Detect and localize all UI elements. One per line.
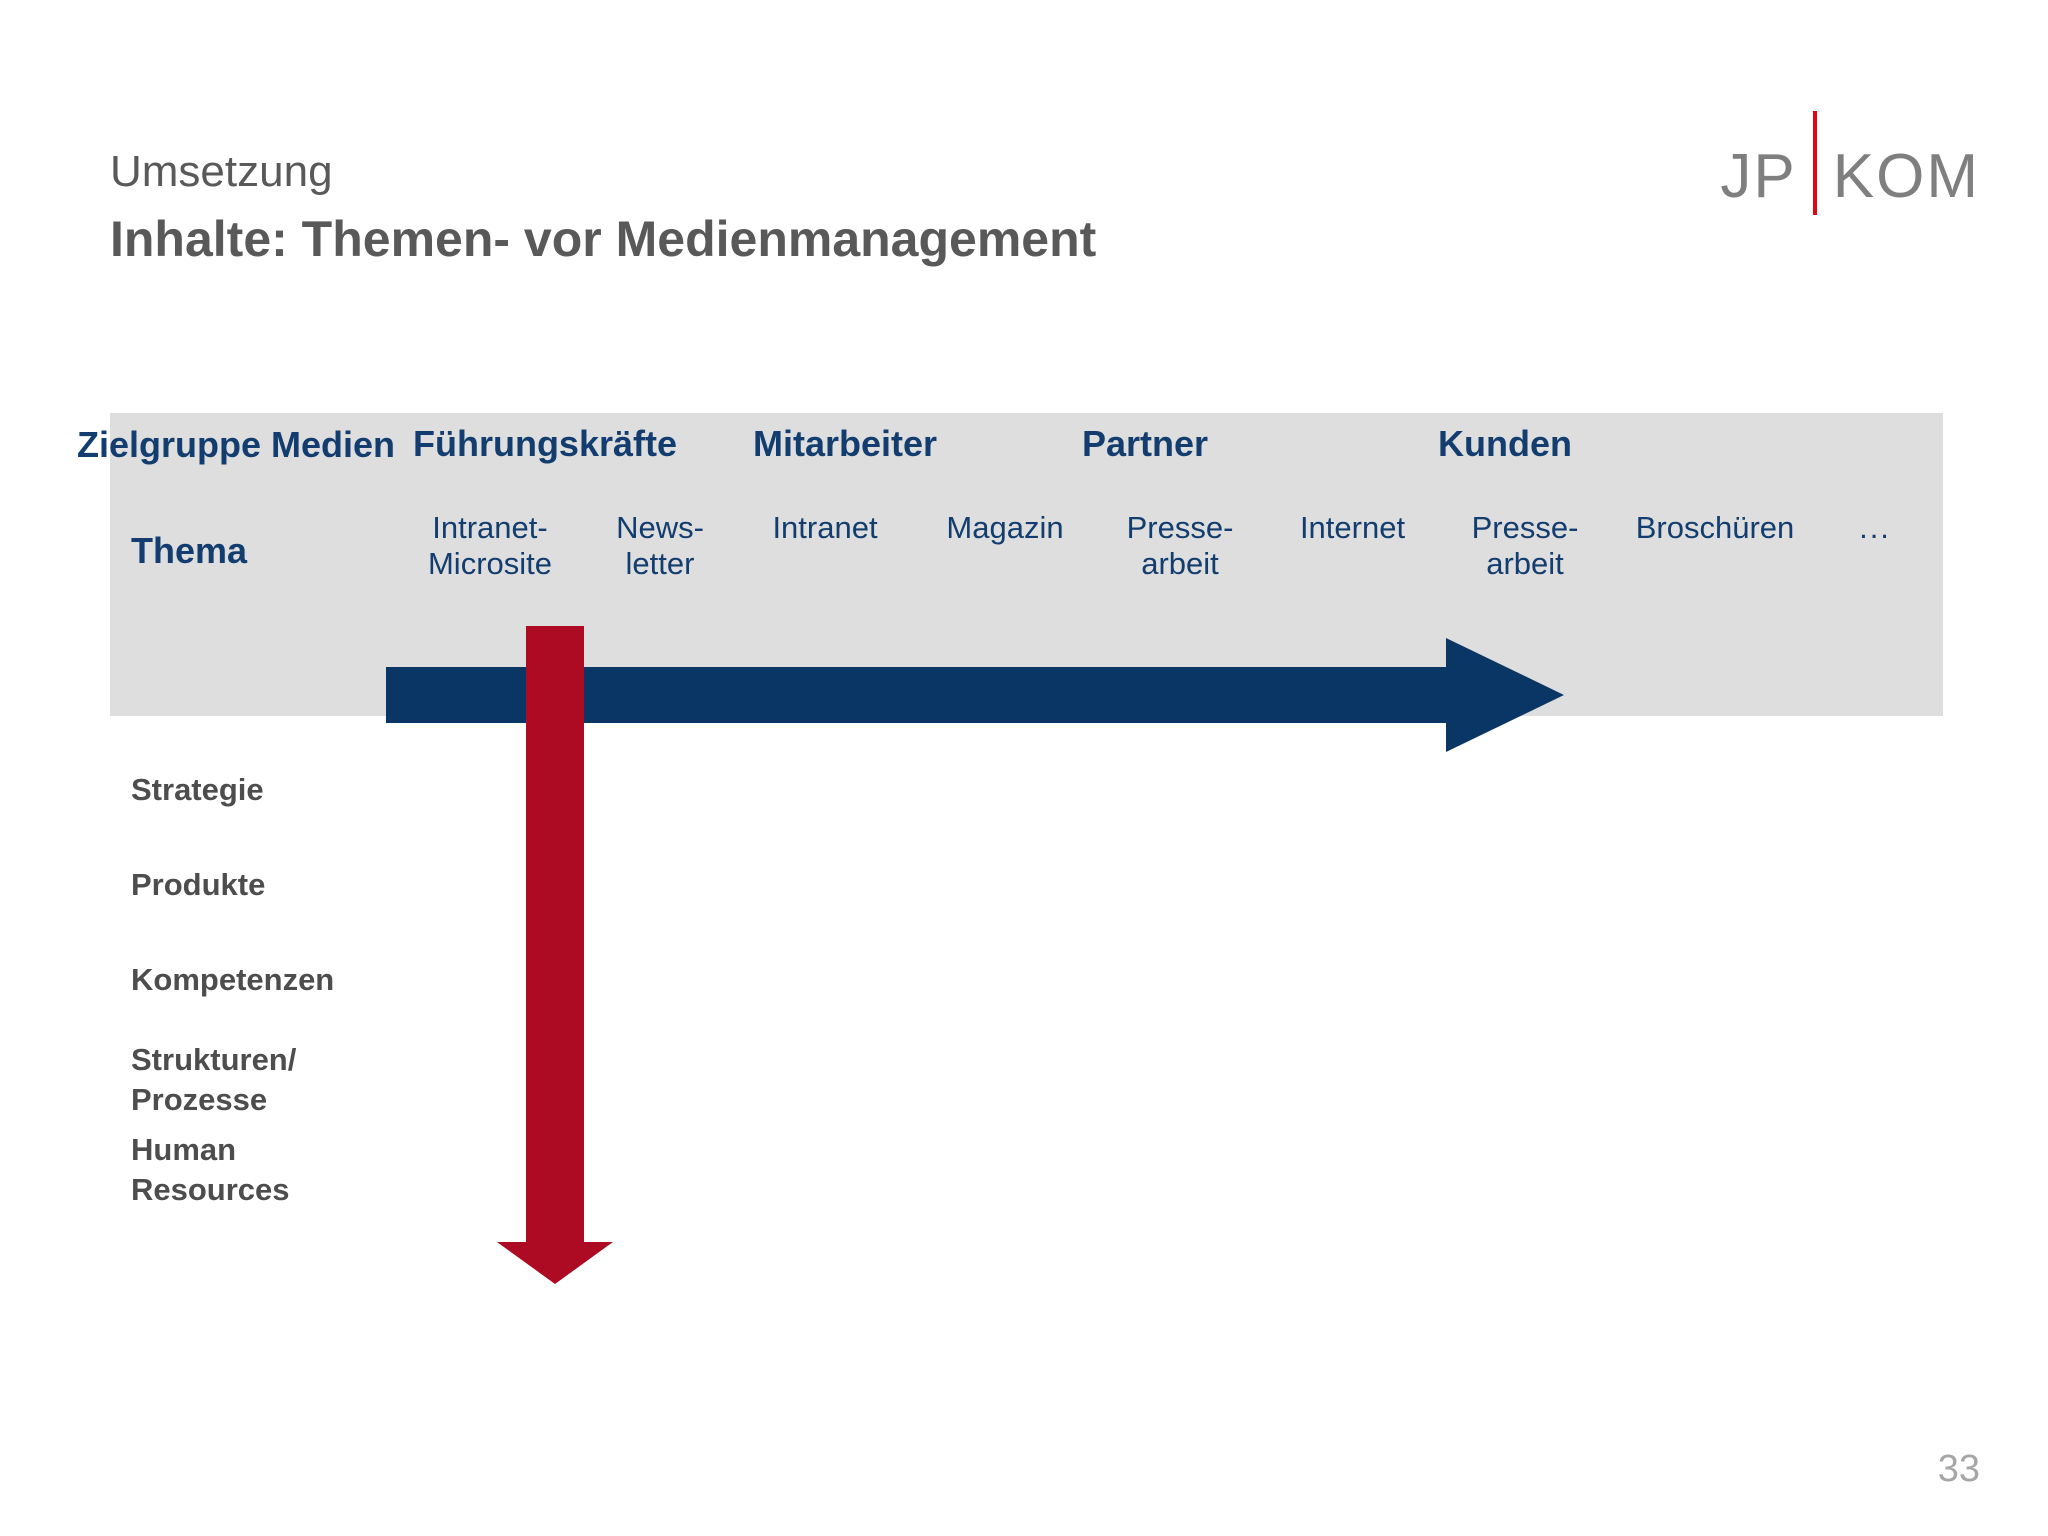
media-header-line1: Intranet- [432,510,548,545]
media-header-line2: arbeit [1486,545,1564,581]
topic-row-label: Produkte [131,867,266,902]
media-header: News-letter [585,510,735,581]
media-header-line1: Internet [1299,510,1406,545]
topic-consistency-arrow [495,626,615,1286]
media-header-line1: Broschüren [1635,510,1795,545]
media-header-line1: Presse- [1471,510,1579,545]
media-header: Presse-arbeit [1440,510,1610,581]
media-header-line2: arbeit [1141,545,1219,581]
media-header: Magazin [915,510,1095,546]
matrix-corner-cell: Zielgruppe Medien Thema [77,413,395,608]
slide-headline: Inhalte: Themen- vor Medienmanagement [110,211,1097,267]
topic-row-label: Kompetenzen [131,962,335,997]
slide-header: Umsetzung Inhalte: Themen- vor Medienman… [110,147,1510,267]
axis-label-rows: Thema [131,530,248,571]
target-group-header-row: Führungskräfte Mitarbeiter Partner Kunden [395,426,1943,486]
media-header-line1: Presse- [1126,510,1234,545]
logo-divider-bar [1812,111,1817,215]
media-header: Presse-arbeit [1095,510,1265,581]
page-number: 33 [1937,1448,1980,1490]
media-header-line1: Intranet [772,510,878,545]
media-header-line1: News- [616,510,704,545]
target-group-reach-arrow [386,636,1566,754]
jpkom-logo: JP KOM [1720,108,1980,218]
target-group-header: Partner [1081,423,1209,464]
media-header: Broschüren [1610,510,1820,546]
media-header-line2: letter [625,545,695,581]
logo-jp-text: JP [1720,142,1797,211]
media-header-line2: Microsite [427,545,552,581]
logo-kom-text: KOM [1832,142,1980,211]
media-header: Intranet [735,510,915,546]
topic-row-label: Human Resources [131,1132,290,1207]
slide-kicker: Umsetzung [110,147,333,196]
blue-arrow-shape [386,638,1564,752]
red-arrow-shape [497,626,613,1284]
media-header-line1: ... [1859,510,1891,545]
target-group-header: Führungskräfte [412,423,678,464]
topic-row-label: Strategie [131,772,264,807]
media-header-line1: Magazin [946,510,1064,545]
media-header: Internet [1265,510,1440,546]
topic-row-label: Strukturen/ Prozesse [131,1042,297,1117]
target-group-header: Mitarbeiter [752,423,938,464]
media-header: Intranet-Microsite [395,510,585,581]
axis-label-columns: Zielgruppe Medien [76,424,395,465]
media-header: ... [1820,510,1930,546]
target-group-header: Kunden [1438,423,1572,464]
